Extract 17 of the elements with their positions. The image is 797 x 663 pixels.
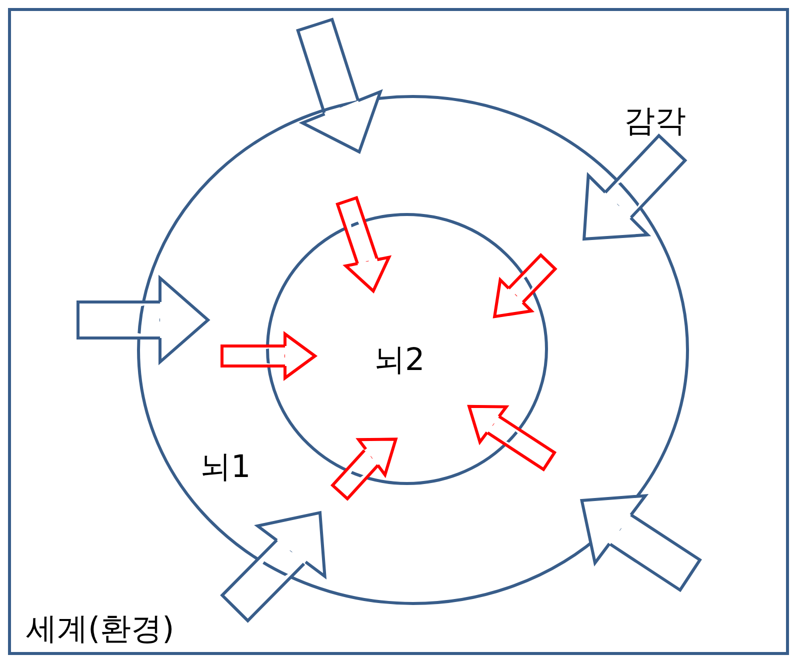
region-label: 뇌1 (200, 452, 251, 483)
ellipse-region (266, 213, 548, 485)
block-arrow (330, 438, 398, 501)
block-arrow (468, 404, 557, 472)
region-label: 뇌2 (374, 345, 425, 376)
block-arrow (493, 252, 558, 318)
ellipse-region (137, 95, 689, 605)
block-arrow (336, 196, 390, 293)
text-label: 감각 (624, 106, 686, 137)
frame-box (8, 8, 789, 655)
block-arrow (220, 511, 326, 623)
block-arrow (580, 494, 702, 592)
block-arrow (76, 276, 210, 364)
region-label: 세계(환경) (26, 614, 174, 645)
block-arrow (220, 332, 316, 380)
block-arrow (296, 18, 382, 154)
block-arrow (582, 133, 688, 241)
